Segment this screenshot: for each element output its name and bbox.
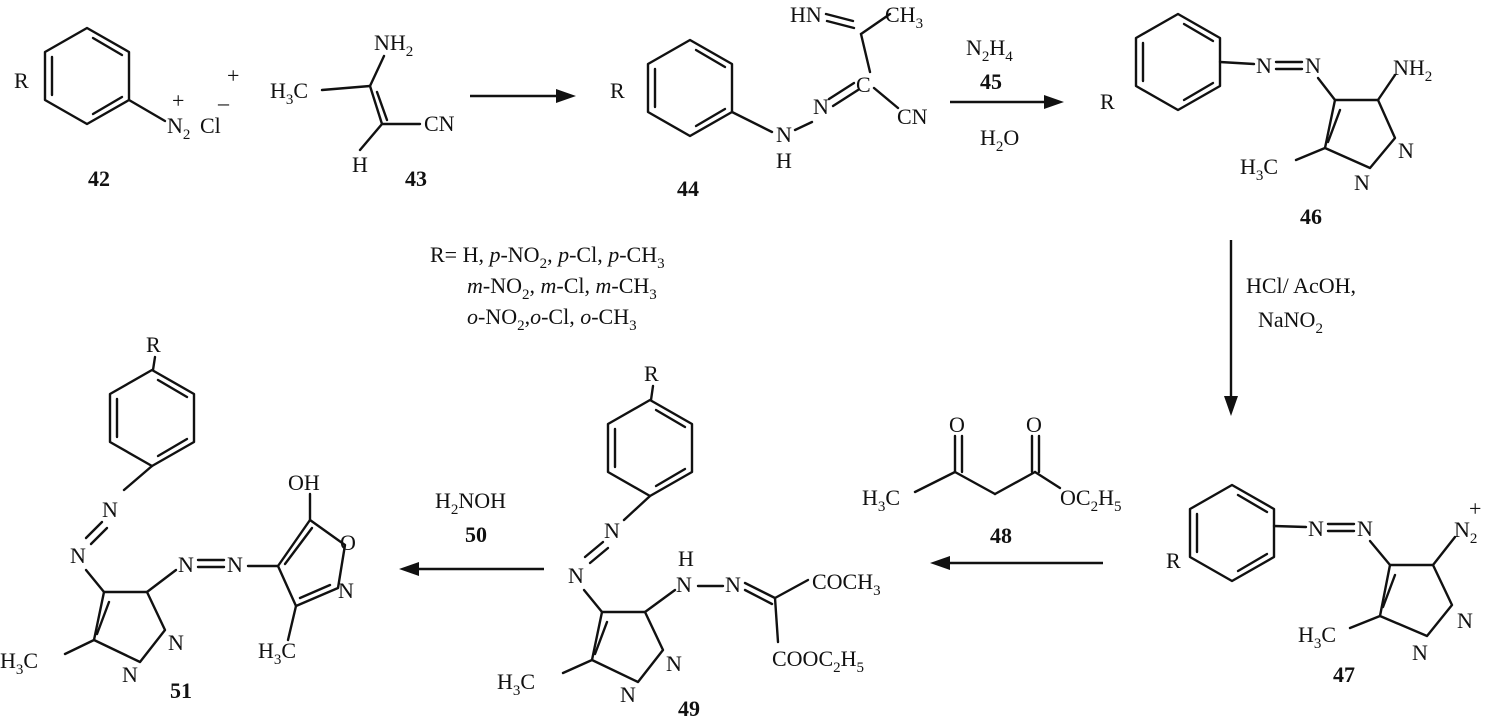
ch3-group: CH3 xyxy=(885,2,923,32)
pyrazole-n1: N xyxy=(666,651,682,676)
diazonium-n: N2 xyxy=(167,113,190,143)
h3c-group: H3C xyxy=(270,78,308,108)
pyrazole-n2: N xyxy=(1354,170,1370,195)
hn-group: HN xyxy=(790,2,822,27)
reagent-nano2: NaNO2 xyxy=(1258,307,1323,337)
label-45: 45 xyxy=(980,69,1002,94)
label-50: 50 xyxy=(465,522,487,547)
diazonium-n: N2 xyxy=(1454,517,1477,547)
azo-n1: N xyxy=(1308,516,1324,541)
nh-n: N xyxy=(676,572,692,597)
chloride: Cl xyxy=(200,113,221,138)
cn-group: CN xyxy=(424,111,455,136)
arrow-to-44 xyxy=(470,89,576,103)
arrow-to-49 xyxy=(930,556,1103,570)
imine-n: N xyxy=(813,94,829,119)
label-44: 44 xyxy=(677,176,699,201)
pyrazole-n1: N xyxy=(1457,608,1473,633)
isoxazole-n: N xyxy=(338,578,354,603)
reagent-water: H2O xyxy=(980,125,1019,155)
azo-n1: N xyxy=(1256,53,1272,78)
oc2h5-group: OC2H5 xyxy=(1060,485,1121,515)
ester-o: O xyxy=(1026,412,1042,437)
h3c-group: H3C xyxy=(1240,154,1278,184)
label-49: 49 xyxy=(678,696,700,721)
azo-n4: N xyxy=(227,552,243,577)
reagent-hydroxylamine: H2NOH xyxy=(435,488,506,518)
r-substituent: R xyxy=(146,332,161,357)
label-46: 46 xyxy=(1300,204,1322,229)
azo-n2: N xyxy=(1357,516,1373,541)
nh2-group: NH2 xyxy=(1393,55,1432,85)
reagent-hydrazine: N2H4 xyxy=(966,35,1013,65)
label-47: 47 xyxy=(1333,662,1355,687)
r-substituent: R xyxy=(1100,89,1115,114)
label-43: 43 xyxy=(405,166,427,191)
arrow-to-47: HCl/ AcOH, NaNO2 xyxy=(1224,240,1356,416)
r-substituent: R xyxy=(644,361,659,386)
r-groups-line-1: R= H, p-NO2, p-Cl, p-CH3 xyxy=(430,242,665,272)
nh-h: H xyxy=(678,546,694,571)
r-group-definitions: R= H, p-NO2, p-Cl, p-CH3 m-NO2, m-Cl, m-… xyxy=(430,242,665,334)
cooc2h5-group: COOC2H5 xyxy=(772,646,864,676)
compound-42: R N2 + Cl – 42 xyxy=(14,26,230,191)
pyrazole-n2: N xyxy=(1412,640,1428,665)
compound-46: R N N NH2 N N H3C 46 xyxy=(1100,12,1432,229)
label-42: 42 xyxy=(88,166,110,191)
h3c-group: H3C xyxy=(497,669,535,699)
azo-n2: N xyxy=(1305,53,1321,78)
hydroxyl-group: OH xyxy=(288,470,320,495)
label-48: 48 xyxy=(990,523,1012,548)
pyrazole-n2: N xyxy=(122,662,138,687)
arrow-to-46: N2H4 45 H2O xyxy=(950,35,1064,155)
pyrazole-n1: N xyxy=(168,630,184,655)
nh-h: H xyxy=(776,148,792,173)
compound-44: R N H N C HN CH3 CN 44 xyxy=(610,2,928,201)
nh2-group: NH2 xyxy=(374,30,413,60)
label-51: 51 xyxy=(170,678,192,703)
central-c: C xyxy=(856,72,871,97)
isoxazole-o: O xyxy=(340,530,356,555)
r-groups-line-2: m-NO2, m-Cl, m-CH3 xyxy=(467,273,657,303)
pyrazole-n1: N xyxy=(1398,138,1414,163)
r-substituent: R xyxy=(1166,548,1181,573)
azo-n3: N xyxy=(178,552,194,577)
vinyl-h: H xyxy=(352,152,368,177)
compound-43: H3C NH2 H CN 43 xyxy=(270,30,455,191)
azo-n1: N xyxy=(604,518,620,543)
keto-o: O xyxy=(949,412,965,437)
arrow-to-51: H2NOH 50 xyxy=(399,488,544,576)
reagent-hcl-acoh: HCl/ AcOH, xyxy=(1246,273,1356,298)
r-groups-line-3: o-NO2,o-Cl, o-CH3 xyxy=(467,304,637,334)
r-substituent: R xyxy=(14,68,29,93)
nh-n: N xyxy=(776,122,792,147)
h3c-group: H3C xyxy=(1298,622,1336,652)
hydrazone-n: N xyxy=(725,572,741,597)
plus-charge: + xyxy=(1469,496,1481,521)
compound-51: R N N N N H3C N N OH O N H3C 51 xyxy=(0,332,356,703)
r-substituent: R xyxy=(610,78,625,103)
h3c-group: H3C xyxy=(862,485,900,515)
coch3-group: COCH3 xyxy=(812,569,881,599)
azo-n2: N xyxy=(70,543,86,568)
h3c-isoxazole: H3C xyxy=(258,638,296,668)
plus-sign: + xyxy=(227,63,239,88)
minus-charge: – xyxy=(217,90,230,115)
pyrazole-n2: N xyxy=(620,682,636,707)
plus-charge: + xyxy=(172,88,184,113)
azo-n1: N xyxy=(102,497,118,522)
compound-49: R N N N N H3C N H N COCH3 COOC2H5 49 xyxy=(497,361,881,721)
compound-47: R N N N2 + N N H3C 47 xyxy=(1166,483,1481,687)
compound-48: H3C O O OC2H5 48 xyxy=(862,412,1121,548)
cn-group: CN xyxy=(897,104,928,129)
azo-n2: N xyxy=(568,563,584,588)
h3c-group: H3C xyxy=(0,648,38,678)
